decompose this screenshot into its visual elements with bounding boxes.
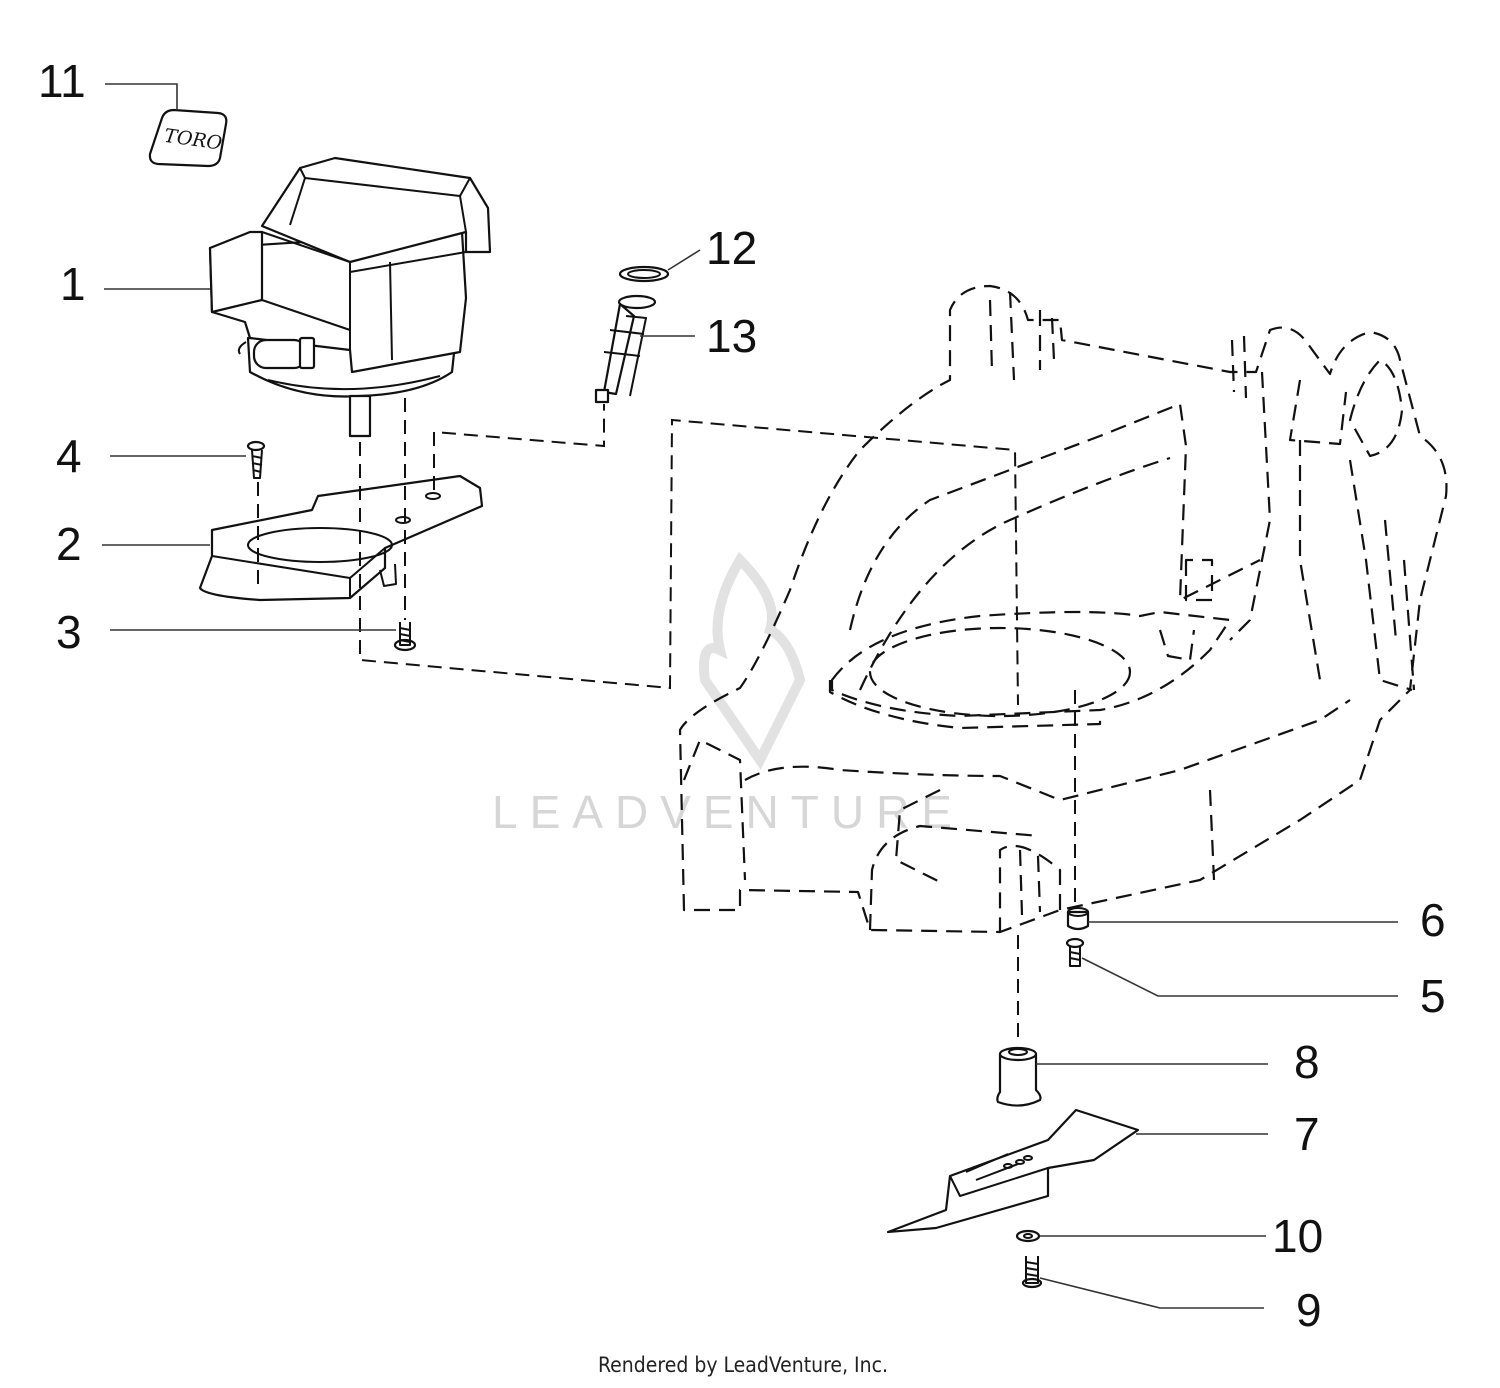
- callout-7: 7: [1294, 1108, 1320, 1160]
- callout-1: 1: [60, 258, 86, 310]
- part-6-spacer: [1066, 907, 1090, 931]
- part-3-screw: [393, 622, 417, 652]
- callout-4: 4: [56, 430, 82, 482]
- watermark-text: LEADVENTURE: [492, 786, 964, 838]
- watermark: LEADVENTURE: [492, 551, 964, 838]
- watermark-flame-icon: [699, 551, 806, 770]
- part-1-motor: [208, 156, 492, 438]
- part-8-adapter: [996, 1046, 1042, 1107]
- callout-10: 10: [1272, 1210, 1323, 1262]
- callout-8: 8: [1294, 1036, 1320, 1088]
- part-7-blade: [886, 1108, 1140, 1234]
- part-9-bolt: [1021, 1256, 1043, 1289]
- part-12-oring: [618, 265, 670, 283]
- callout-6: 6: [1420, 894, 1446, 946]
- callout-5: 5: [1420, 970, 1446, 1022]
- leader-lines: [102, 83, 1398, 1309]
- callout-12: 12: [706, 222, 757, 274]
- callouts: 11 1 4 2 3 12 13 6 5 8 7 10 9: [38, 55, 1446, 1336]
- callout-13: 13: [706, 310, 757, 362]
- callout-2: 2: [56, 518, 82, 570]
- part-10-washer: [1015, 1229, 1041, 1243]
- part-4-screw: [246, 440, 266, 479]
- mower-deck: [678, 284, 1448, 934]
- callout-9: 9: [1296, 1284, 1322, 1336]
- part-2-baffle: [198, 474, 484, 602]
- assembly-lines: [257, 398, 1076, 1045]
- callout-11: 11: [38, 55, 86, 107]
- footer-credit: Rendered by LeadVenture, Inc.: [598, 1353, 888, 1377]
- part-5-bolt: [1065, 937, 1085, 967]
- assembly-line-motor: [359, 418, 1019, 706]
- assembly-line-sleeve: [433, 404, 605, 490]
- callout-3: 3: [56, 606, 82, 658]
- part-13-sleeve: [594, 294, 657, 404]
- part-11-decal: TORO: [148, 108, 228, 168]
